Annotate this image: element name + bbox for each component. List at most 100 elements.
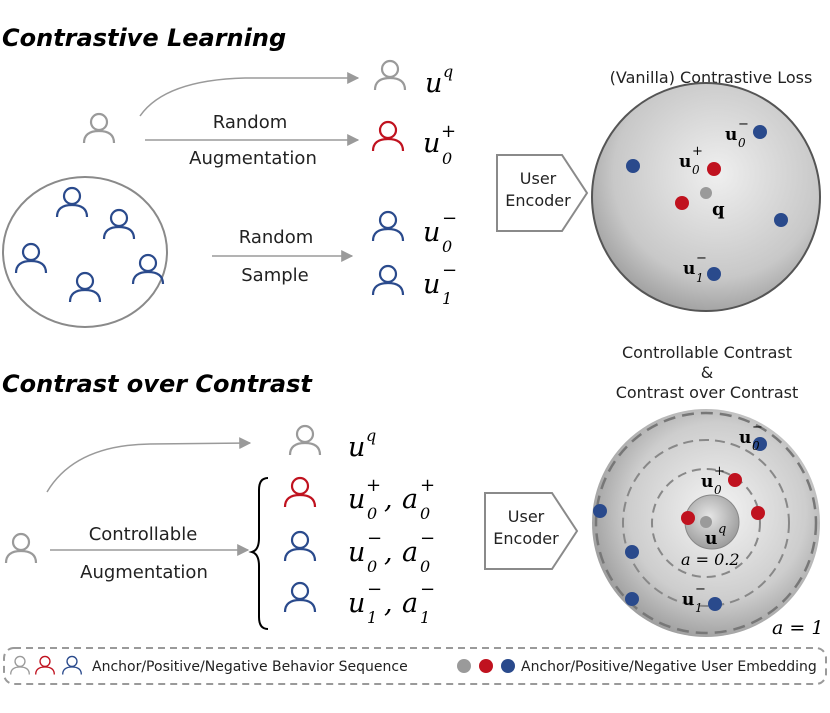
svg-text:+: + (420, 475, 435, 496)
svg-text:−: − (420, 579, 435, 600)
label-uq: u q (425, 62, 453, 99)
legend-positive-dot (479, 659, 493, 673)
svg-text:,: , (384, 537, 393, 568)
svg-text:a: a (402, 537, 418, 568)
svg-text:u: u (725, 125, 737, 145)
emb-u0-minus-dot (753, 125, 767, 139)
emb-pos-dot-bottom (751, 506, 765, 520)
random-sample-line1: Random (239, 227, 314, 248)
legend-anchor-dot (457, 659, 471, 673)
svg-text:u: u (423, 217, 440, 248)
u0-minus-user-icon-bottom (283, 530, 317, 563)
emb-u1-minus-dot (707, 267, 721, 281)
svg-text:−: − (420, 528, 435, 549)
u1-minus-user-icon-bottom (283, 581, 317, 614)
emb-label-u0-minus-bottom: u − 0 (739, 420, 763, 453)
emb-neg-dot-bottom (625, 592, 639, 606)
top-section-title: Contrastive Learning (2, 24, 286, 52)
label-u0-minus: u − 0 (423, 208, 457, 256)
emb-pos-dot-bottom (681, 511, 695, 525)
svg-text:a: a (402, 588, 418, 619)
svg-text:0: 0 (442, 149, 452, 168)
svg-text:0: 0 (738, 136, 746, 150)
svg-text:u: u (683, 259, 695, 279)
uq-user-icon-bottom (288, 424, 322, 457)
svg-text:−: − (696, 251, 707, 266)
svg-text:u: u (701, 472, 713, 492)
random-augmentation-line2: Augmentation (189, 148, 317, 169)
controllable-aug-line2: Augmentation (80, 562, 208, 583)
svg-text:q: q (718, 522, 726, 537)
user-encoder-bottom-icon (484, 492, 579, 570)
label-u0-plus: u + 0 (423, 121, 456, 168)
ring-a-1 (594, 411, 818, 635)
svg-text:+: + (714, 464, 725, 479)
user-pool-ellipse (2, 176, 168, 328)
vanilla-loss-title: (Vanilla) Contrastive Loss (610, 68, 813, 87)
emb-label-q: q (712, 199, 725, 220)
pool-user-icon (55, 186, 89, 219)
svg-text:+: + (692, 144, 703, 159)
svg-text:+: + (441, 121, 456, 142)
legend-sequence-label: Anchor/Positive/Negative Behavior Sequen… (92, 659, 408, 675)
svg-text:0: 0 (367, 504, 377, 523)
emb-label-u0-plus-bottom: u + 0 (701, 464, 725, 497)
arrow-to-uq (139, 72, 360, 117)
svg-text:u: u (423, 269, 440, 300)
pool-user-icon (102, 208, 136, 241)
emb-u1-minus-dot-bottom (708, 597, 722, 611)
label-u0-plus-a0-plus: u + 0 , a + 0 (348, 475, 435, 523)
emb-u0-plus-dot (707, 162, 721, 176)
emb-label-u1-minus: u − 1 (683, 251, 707, 285)
emb-neg-dot-bottom (625, 545, 639, 559)
svg-text:0: 0 (420, 557, 430, 576)
encoder-top-line1: User (520, 169, 557, 188)
emb-neg-dot (774, 213, 788, 227)
svg-text:−: − (442, 260, 457, 281)
legend-box (3, 647, 827, 685)
ring-outer (622, 439, 790, 607)
svg-text:0: 0 (752, 439, 760, 453)
label-u1-minus-a1-minus: u − 1 , a − 1 (348, 579, 435, 627)
svg-text:−: − (367, 528, 382, 549)
pool-user-icon (131, 253, 165, 286)
brace (248, 477, 269, 630)
svg-text:u: u (348, 432, 365, 463)
svg-text:−: − (695, 582, 706, 597)
svg-text:0: 0 (367, 557, 377, 576)
a-label-inner: a = 0.2 (681, 550, 740, 569)
u1-minus-user-icon (371, 264, 405, 297)
svg-text:,: , (384, 484, 393, 515)
legend-embedding-label: Anchor/Positive/Negative User Embedding (521, 659, 817, 675)
emb-q-dot (700, 187, 712, 199)
emb-label-u1-minus-bottom: u − 1 (682, 582, 706, 615)
svg-text:1: 1 (696, 271, 704, 285)
svg-text:0: 0 (692, 163, 700, 177)
svg-text:u: u (682, 590, 694, 610)
legend-negative-dot (501, 659, 515, 673)
svg-text:u: u (423, 128, 440, 159)
emb-label-u0-minus: u − 0 (725, 117, 749, 150)
pool-user-icon (68, 271, 102, 304)
random-augmentation-line1: Random (213, 112, 288, 133)
svg-text:−: − (367, 579, 382, 600)
svg-text:,: , (384, 588, 393, 619)
svg-text:0: 0 (714, 483, 722, 497)
svg-text:u: u (739, 428, 751, 448)
svg-text:u: u (679, 152, 691, 172)
svg-text:u: u (425, 68, 442, 99)
emb-label-u0-plus: u + 0 (679, 144, 703, 177)
emb-neg-dot-bottom (593, 504, 607, 518)
random-sample-line2: Sample (241, 265, 309, 286)
emb-pos-dot (675, 196, 689, 210)
svg-text:1: 1 (420, 608, 430, 627)
u0-plus-user-icon-bottom (283, 476, 317, 509)
svg-text:1: 1 (442, 289, 452, 308)
svg-text:q: q (443, 62, 453, 81)
encoder-bottom-line1: User (508, 507, 545, 526)
svg-text:u: u (348, 537, 365, 568)
emb-q-dot-bottom (700, 516, 712, 528)
controllable-aug-line1: Controllable (89, 524, 198, 545)
label-u1-minus: u − 1 (423, 260, 457, 308)
